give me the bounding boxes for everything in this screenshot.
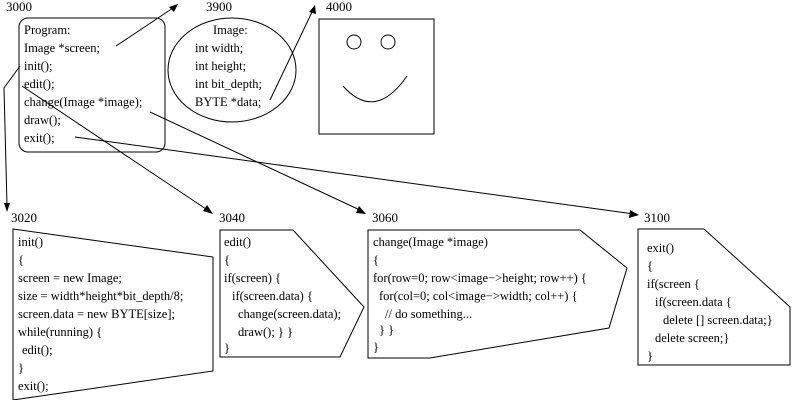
exit-line: if(screen.data {	[655, 295, 732, 309]
change-line: {	[373, 253, 379, 267]
arrow-data-to-picture	[269, 9, 314, 101]
program-line: draw();	[24, 113, 61, 127]
init-line: size = width*height*bit_depth/8;	[18, 289, 183, 303]
change-line: }	[373, 340, 379, 354]
edit-line: if(screen) {	[224, 271, 281, 285]
change-line: change(Image *image)	[373, 235, 488, 249]
image-struct-line: int bit_depth;	[195, 77, 262, 91]
edit-line: change(screen.data);	[238, 307, 341, 321]
arrow-edit-to-3040	[21, 85, 210, 212]
init-function-block: 3020 init() { screen = new Image; size =…	[11, 210, 214, 400]
image-struct-line: BYTE *data;	[195, 95, 261, 109]
init-line: exit();	[18, 379, 49, 393]
exit-line: exit()	[647, 241, 674, 255]
init-line: screen = new Image;	[18, 271, 122, 285]
exit-line: if(screen {	[647, 277, 700, 291]
program-block: 3000 Program: Image *screen; init(); edi…	[6, 0, 166, 153]
arrow-exit-to-3100	[74, 136, 635, 215]
smiley-left-eye-icon	[346, 34, 362, 50]
change-line: for(col=0; col<image−>width; col++) {	[379, 289, 578, 303]
program-line: change(Image *image);	[24, 95, 142, 109]
arrow-init-to-3020	[3, 65, 21, 207]
exit-line: delete [] screen.data;}	[663, 313, 773, 327]
edit-function-block: 3040 edit() { if(screen) { if(screen.dat…	[219, 210, 365, 358]
init-line: while(running) {	[18, 325, 102, 339]
arrow-head-icon	[629, 210, 639, 218]
exit-ref-label: 3100	[644, 210, 670, 225]
picture-frame	[318, 18, 435, 135]
exit-function-block: 3100 exit() { if(screen { if(screen.data…	[637, 210, 791, 366]
exit-line: delete screen;}	[655, 331, 729, 345]
image-struct-block: 3900 Image: int width; int height; int b…	[167, 0, 297, 123]
arrow-head-icon	[169, 4, 178, 12]
change-function-box	[367, 229, 628, 359]
program-line: Image *screen;	[24, 41, 100, 55]
arrow-head-icon	[4, 203, 10, 212]
image-struct-line: int width;	[195, 41, 243, 55]
program-line: Program:	[24, 23, 71, 37]
edit-ref-label: 3040	[219, 210, 245, 225]
edit-line: draw(); } }	[238, 325, 293, 339]
exit-function-box	[637, 228, 791, 366]
arrow-screen-to-image	[115, 7, 174, 47]
connectors	[3, 4, 639, 218]
program-line: init();	[24, 59, 52, 73]
change-line: for(row=0; row<image−>height; row++) {	[373, 271, 587, 285]
edit-line: edit()	[224, 235, 251, 249]
init-line: edit();	[22, 343, 53, 357]
image-struct-line: Image:	[213, 23, 248, 37]
init-line: screen.data = new BYTE[size];	[18, 307, 175, 321]
image-struct-ref-label: 3900	[206, 0, 232, 14]
image-struct-line: int height;	[195, 59, 246, 73]
picture-block: 4000	[318, 0, 435, 135]
arrow-head-icon	[309, 5, 316, 14]
init-line: }	[18, 361, 24, 375]
change-line: // do something...	[385, 307, 472, 321]
change-ref-label: 3060	[372, 210, 398, 225]
init-line: init()	[18, 235, 43, 249]
exit-line: {	[647, 259, 653, 273]
change-line: } }	[379, 323, 394, 337]
program-line: edit();	[24, 77, 55, 91]
exit-line: }	[647, 349, 653, 363]
program-ref-label: 3000	[6, 0, 32, 14]
init-function-box	[12, 228, 214, 400]
edit-line: if(screen.data) {	[232, 289, 313, 303]
init-line: {	[18, 253, 24, 267]
init-ref-label: 3020	[11, 210, 37, 225]
arrow-head-icon	[203, 205, 213, 214]
arrow-head-icon	[356, 206, 366, 214]
smiley-right-eye-icon	[380, 34, 396, 50]
edit-function-box	[219, 229, 365, 358]
image-struct-ellipse	[167, 17, 297, 123]
edit-line: {	[224, 253, 230, 267]
smiley-mouth-icon	[342, 75, 408, 103]
program-box	[18, 17, 166, 153]
picture-ref-label: 4000	[326, 0, 352, 14]
program-line: exit();	[24, 131, 55, 145]
edit-line: }	[224, 341, 230, 355]
change-function-block: 3060 change(Image *image) { for(row=0; r…	[367, 210, 628, 359]
